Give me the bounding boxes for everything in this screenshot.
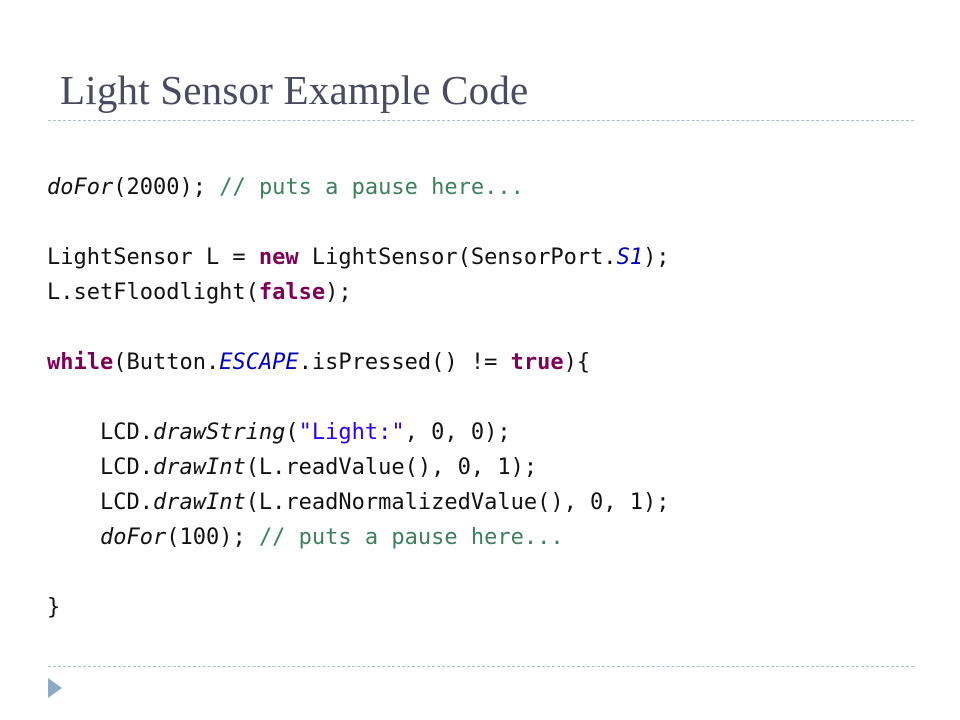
- code-line: [47, 205, 670, 240]
- slide-title: Light Sensor Example Code: [60, 67, 529, 113]
- code-token: doFor: [99, 525, 167, 550]
- code-token: LCD.: [47, 420, 153, 445]
- code-token: (100);: [166, 525, 259, 550]
- code-token: ESCAPE: [219, 350, 299, 375]
- code-token: LCD.: [47, 455, 153, 480]
- code-token: L.setFloodlight(: [47, 280, 259, 305]
- code-line: while(Button.ESCAPE.isPressed() != true)…: [47, 345, 670, 380]
- footer-divider: [48, 666, 914, 667]
- code-token: (L.readValue(), 0, 1);: [245, 455, 538, 480]
- code-token: ){: [563, 350, 591, 375]
- code-token: // puts a pause here...: [258, 525, 564, 550]
- code-token: );: [643, 245, 670, 270]
- code-line: doFor(2000); // puts a pause here...: [47, 170, 670, 205]
- code-line: [47, 380, 670, 415]
- triangle-bullet-icon: [48, 678, 62, 698]
- code-token: while: [47, 350, 114, 375]
- title-divider: [48, 120, 914, 121]
- code-token: }: [47, 595, 61, 620]
- code-line: [47, 555, 670, 590]
- code-block: doFor(2000); // puts a pause here...Ligh…: [47, 170, 670, 625]
- code-token: S1: [616, 245, 644, 270]
- code-token: (2000);: [113, 175, 220, 200]
- code-token: false: [258, 280, 326, 305]
- code-token: (L.readNormalizedValue(), 0, 1);: [245, 490, 670, 515]
- code-token: drawInt: [152, 455, 246, 480]
- code-line: [47, 310, 670, 345]
- code-token: "Light:": [298, 420, 405, 445]
- code-line: L.setFloodlight(false);: [47, 275, 670, 310]
- code-token: // puts a pause here...: [219, 175, 524, 200]
- code-token: );: [325, 280, 352, 305]
- code-line: }: [47, 590, 670, 625]
- code-token: true: [510, 350, 564, 375]
- code-token: , 0, 0);: [404, 420, 511, 445]
- code-line: LCD.drawString("Light:", 0, 0);: [47, 415, 670, 450]
- code-line: doFor(100); // puts a pause here...: [47, 520, 670, 555]
- code-token: .isPressed() !=: [298, 350, 511, 375]
- code-token: new: [258, 245, 299, 270]
- code-line: LightSensor L = new LightSensor(SensorPo…: [47, 240, 670, 275]
- code-token: LightSensor(SensorPort.: [298, 245, 617, 270]
- code-token: drawString: [152, 420, 286, 445]
- code-token: drawInt: [152, 490, 246, 515]
- code-token: (Button.: [113, 350, 220, 375]
- code-token: [47, 525, 100, 550]
- code-token: LightSensor L =: [47, 245, 259, 270]
- code-token: LCD.: [47, 490, 153, 515]
- code-token: doFor: [47, 175, 114, 200]
- code-line: LCD.drawInt(L.readNormalizedValue(), 0, …: [47, 485, 670, 520]
- code-token: (: [285, 420, 299, 445]
- code-line: LCD.drawInt(L.readValue(), 0, 1);: [47, 450, 670, 485]
